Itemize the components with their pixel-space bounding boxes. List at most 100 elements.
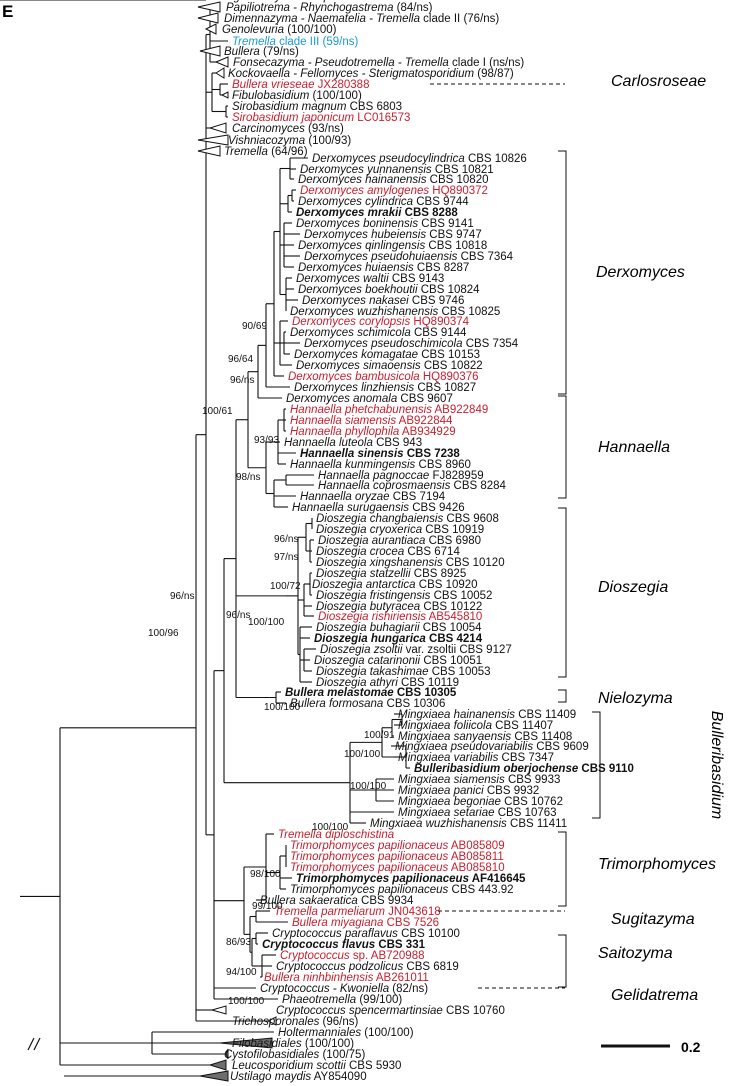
taxon-label: Dioszegia butyracea CBS 10122 [316,601,482,613]
taxon-label: Mingxiaea pseudovariabilis CBS 9609 [395,741,589,753]
taxon-accession: CBS 10919 [422,524,484,536]
taxon-label: Tremella parmeliarum JN043618 [274,906,441,918]
taxon-accession: AB085810 [448,862,504,874]
taxon-label: Derxomyces pseudocylindrica CBS 10826 [312,153,527,165]
taxon-genus-species: Bulleribasidium oberjochense [414,763,579,775]
collapsed-clade-triangle [197,12,219,24]
taxon-label: Cryptococcus paraflavus CBS 10100 [272,928,460,940]
taxon-label: Dioszegia aurantiaca CBS 6980 [318,535,481,547]
clade-name: Trimorphomyces [598,856,716,873]
taxon-accession: CBS 10822 [421,360,483,372]
taxon-genus-species: Bullera miyagiana [292,917,383,929]
taxon-genus-species: Bullera sakaeratica [260,895,358,907]
taxon-label: Mingxiaea foliicola CBS 11407 [398,720,553,732]
taxon-label: Derxomyces pseudohuiaensis CBS 7364 [304,251,514,263]
taxon-genus-species: Cryptococcus spencermartinsiae [276,1005,443,1017]
taxon-accession: CBS 9141 [418,218,474,230]
clade-names: CarlosroseaeSugitazymaGelidatremaDerxomy… [596,73,725,1004]
taxon-accession: CBS 5930 [346,1060,402,1072]
taxon-label: Hannaella pagnoccae FJ828959 [318,470,484,482]
taxon-accession: AB085811 [448,851,503,863]
taxon-label: Hannaella coprosmaensis CBS 8284 [318,480,507,492]
taxon-accession: CBS 11408 [511,731,572,743]
taxon-genus-species: Derxomyces nakasei [302,295,409,307]
taxon-genus-species: Derxomyces mrakii [296,207,402,219]
taxon-genus-species: Derxomyces corylopsis [292,316,410,328]
taxon-label: Mingxiaea panici CBS 9932 [398,785,539,797]
taxon-label: Trimorphomyces papilionaceus AB085810 [290,862,505,874]
taxon-accession: CBS 11407 [492,720,553,732]
taxon-label: Hannaella oryzae CBS 7194 [300,491,446,503]
taxon-genus-species: Dioszegia cryoxerica [316,524,422,536]
taxon-label: Leucosporidium scottii CBS 5930 [232,1060,401,1072]
support-values: 90/6996/6496/ns100/6193/9398/ns96/ns97/n… [148,321,395,1007]
taxon-accession: CBS 10100 [398,928,460,940]
support-value: 96/ns [170,591,194,602]
taxon-accession: CBS 9609 [533,741,589,753]
tree-branches [0,0,410,1077]
support-value: 99/100 [252,901,283,912]
taxon-label: Derxomyces hubeiensis CBS 9747 [304,229,482,241]
taxon-accession: (100/100) [284,24,337,36]
clade-bracket [558,831,567,907]
taxon-genus-species: Derxomyces anomala [286,393,397,405]
taxon-label: Ustilago maydis AY854090 [230,1071,367,1083]
taxon-accession: (82/ns) [389,983,428,995]
collapsed-clade-triangle [219,1037,273,1049]
taxon-genus-species: Derxomyces boninensis [296,218,418,230]
taxon-accession: CBS 10052 [430,590,492,602]
taxon-genus-species: Derxomyces qinlingensis [298,240,425,252]
taxon-label: Mingxiaea variabilis CBS 7347 [398,752,554,764]
taxon-label: Derxomyces huiaensis CBS 8287 [298,262,469,274]
clade-name: Gelidatrema [611,987,698,1004]
taxon-genus-species: Mingxiaea siamensis [398,774,505,786]
taxon-accession: CBS 9747 [426,229,482,241]
collapsed-clade-triangle [204,23,217,35]
taxon-label: Derxomyces nakasei CBS 9746 [302,295,464,307]
taxon-accession: CBS 10827 [414,382,476,394]
taxon-genus-species: Mingxiaea begoniae [398,796,501,808]
taxon-genus-species: Trimorphomyces papilionaceus [296,873,469,885]
support-value: 100/61 [202,406,233,417]
support-value: 96/ns [226,610,250,621]
collapsed-clade-triangle [220,91,229,99]
taxon-accession: HQ890372 [429,185,488,197]
clade-name: Hannaella [598,439,670,456]
taxon-genus-species: Fonsecazyma - Pseudotremella - Tremella [233,57,449,69]
taxon-label: Trimorphomyces papilionaceus AB085811 [290,851,504,863]
taxon-accession: CBS 7354 [463,338,519,350]
taxon-label: Dioszegia hungarica CBS 4214 [314,633,483,645]
scale-bar: 0.2 [601,1039,701,1055]
collapsed-clade-triangle [208,1059,227,1071]
taxon-labels: Papiliotrema - Rhynchogastrema (84/ns)Di… [210,0,634,1083]
taxon-accession: CBS 8288 [401,207,458,219]
taxon-genus-species: Carcinomyces [232,123,305,135]
clade-name: Derxomyces [596,264,685,281]
taxon-genus-species: Tremella [224,146,268,158]
taxon-label: Derxomyces mrakii CBS 8288 [296,207,458,219]
taxon-label: Bullera sakaeratica CBS 9934 [260,895,414,907]
taxon-genus-species: Derxomyces boekhoutii [298,284,418,296]
taxon-label: Dioszegia statzelliі CBS 8925 [316,568,466,580]
taxon-genus-species: Derxomyces komagatae [294,349,418,361]
taxon-accession: CBS 943 [373,437,422,449]
taxon-label: Hannaella phyllophila AB934929 [290,426,456,438]
taxon-label: Kockovaella - Fellomyces - Sterigmatospo… [228,68,514,80]
taxon-genus-species: Mingxiaea setariae [398,807,495,819]
support-value: 96/ns [230,375,254,386]
taxon-label: Hannaella luteola CBS 943 [284,437,422,449]
taxon-label: Derxomyces pseudoschimicola CBS 7354 [304,338,519,350]
support-value: 98/ns [236,472,260,483]
support-value: 94/100 [226,967,257,978]
taxon-accession: JX280388 [314,79,369,91]
taxon-accession: (100/93) [305,135,351,147]
taxon-label: Trimorphomyces papilionaceus AF416645 [296,873,526,885]
taxon-accession: CBS 10306 [383,698,445,710]
taxon-label: Hannaella kunmingensis CBS 8960 [290,459,471,471]
taxon-genus-species: Hannaella oryzae [300,491,390,503]
taxon-genus-species: Derxomyces pseudoschimicola [304,338,463,350]
taxon-label: Trichosporonales (96/ns) [232,1016,359,1028]
taxon-accession: CBS 8925 [411,568,467,580]
taxon-label: Genolevuria (100/100) [222,24,337,36]
taxon-accession: CBS 9932 [484,785,540,797]
